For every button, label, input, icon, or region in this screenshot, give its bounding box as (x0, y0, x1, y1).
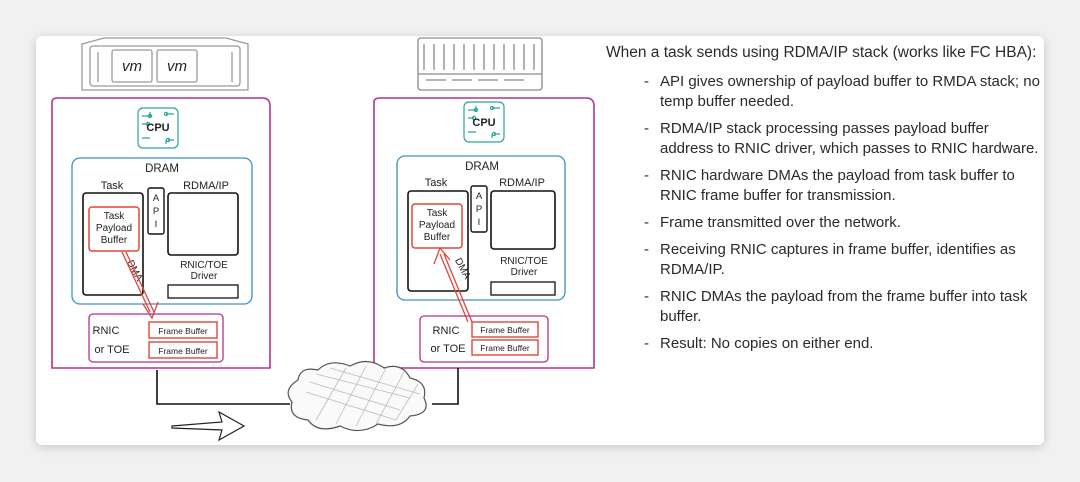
step-item: -Frame transmitted over the network. (644, 214, 901, 231)
rdma-diagram: vm vm CPU DRAM Task RDMA/IP A P I Task P… (51, 37, 595, 442)
right-frame-buffer-2-label: Frame Buffer (480, 343, 530, 353)
left-rnic-line-1: RNIC (93, 325, 120, 337)
left-api-letter-a: A (153, 193, 160, 204)
step-text: Result: No copies on either end. (660, 335, 874, 352)
left-host-box (51, 97, 271, 369)
vm-label-1: vm (122, 58, 142, 75)
network-cloud-icon (287, 360, 427, 432)
left-api-letter-p: P (153, 206, 159, 217)
step-item: -Receiving RNIC captures in frame buffer… (644, 241, 1016, 278)
network-link (156, 368, 459, 405)
right-dram-label: DRAM (465, 161, 499, 173)
right-dma-label: DMA (452, 256, 472, 281)
left-driver-line-2: Driver (191, 271, 218, 282)
explanation-panel: When a task sends using RDMA/IP stack (w… (606, 42, 1046, 361)
left-task-label: Task (101, 180, 124, 192)
right-driver-box (490, 281, 556, 296)
left-dram-label: DRAM (145, 163, 179, 175)
left-buffer-line-2: Payload (96, 223, 132, 234)
right-dram-box (396, 155, 566, 301)
step-item: -API gives ownership of payload buffer t… (644, 73, 1040, 110)
vm-label-2: vm (167, 58, 187, 75)
right-rdma-box (490, 190, 556, 250)
right-rnic-line-2: or TOE (430, 343, 465, 355)
right-payload-buffer (411, 203, 463, 249)
right-api-box (470, 185, 488, 233)
right-rnic-line-1: RNIC (433, 325, 460, 337)
step-text: Receiving RNIC captures in frame buffer,… (660, 241, 1016, 278)
right-task-box (407, 190, 469, 292)
left-dma-arrow (121, 251, 159, 320)
left-driver-line-1: RNIC/TOE (180, 260, 228, 271)
right-cpu-icon (463, 101, 505, 143)
right-rnic-box (419, 315, 549, 363)
right-task-label: Task (425, 177, 448, 189)
left-cpu-label: CPU (146, 122, 169, 134)
left-buffer-line-3: Buffer (101, 235, 128, 246)
step-text: RNIC hardware DMAs the payload from task… (660, 167, 1015, 204)
right-frame-buffer-1 (471, 321, 539, 338)
right-server-icon (417, 37, 543, 91)
right-api-letter-i: I (478, 217, 481, 228)
right-driver-line-1: RNIC/TOE (500, 256, 548, 267)
step-text: RNIC DMAs the payload from the frame buf… (660, 288, 1028, 325)
step-list: -API gives ownership of payload buffer t… (606, 72, 1046, 354)
left-dram-box (71, 157, 253, 305)
left-server-icon (81, 37, 249, 91)
step-text: API gives ownership of payload buffer to… (660, 73, 1040, 110)
step-text: Frame transmitted over the network. (660, 214, 901, 231)
left-frame-buffer-2 (148, 341, 218, 359)
left-frame-buffer-2-label: Frame Buffer (158, 346, 208, 356)
left-driver-box (167, 284, 239, 299)
intro-text: When a task sends using RDMA/IP stack (w… (606, 44, 1037, 61)
right-frame-buffer-1-label: Frame Buffer (480, 325, 530, 335)
left-task-box (82, 192, 144, 296)
left-frame-buffer-1-label: Frame Buffer (158, 326, 208, 336)
left-api-box (147, 187, 165, 235)
right-dma-arrow (433, 246, 473, 323)
left-payload-buffer (88, 206, 140, 252)
left-rdma-label: RDMA/IP (183, 180, 229, 192)
right-frame-buffer-2 (471, 339, 539, 356)
left-buffer-line-1: Task (104, 211, 126, 222)
right-cpu-label: CPU (472, 117, 495, 129)
step-item: -RDMA/IP stack processing passes payload… (644, 120, 1039, 157)
right-host-box (373, 97, 595, 369)
right-rdma-label: RDMA/IP (499, 177, 545, 189)
right-api-letter-a: A (476, 191, 483, 202)
right-buffer-line-1: Task (427, 208, 449, 219)
step-text: RDMA/IP stack processing passes payload … (660, 120, 1039, 157)
left-rdma-box (167, 192, 239, 256)
right-driver-line-2: Driver (511, 267, 538, 278)
step-item: -RNIC hardware DMAs the payload from tas… (644, 167, 1015, 204)
right-buffer-line-2: Payload (419, 220, 455, 231)
right-buffer-line-3: Buffer (424, 232, 451, 243)
left-rnic-line-2: or TOE (94, 344, 129, 356)
left-frame-buffer-1 (148, 321, 218, 339)
step-item: -Result: No copies on either end. (644, 335, 874, 352)
left-cpu-icon (137, 107, 179, 149)
right-api-letter-p: P (476, 204, 482, 215)
left-api-letter-i: I (155, 219, 158, 230)
slide-card (36, 36, 1044, 445)
step-item: -RNIC DMAs the payload from the frame bu… (644, 288, 1028, 325)
transmit-arrow-icon (171, 410, 246, 442)
left-rnic-box (88, 313, 224, 363)
